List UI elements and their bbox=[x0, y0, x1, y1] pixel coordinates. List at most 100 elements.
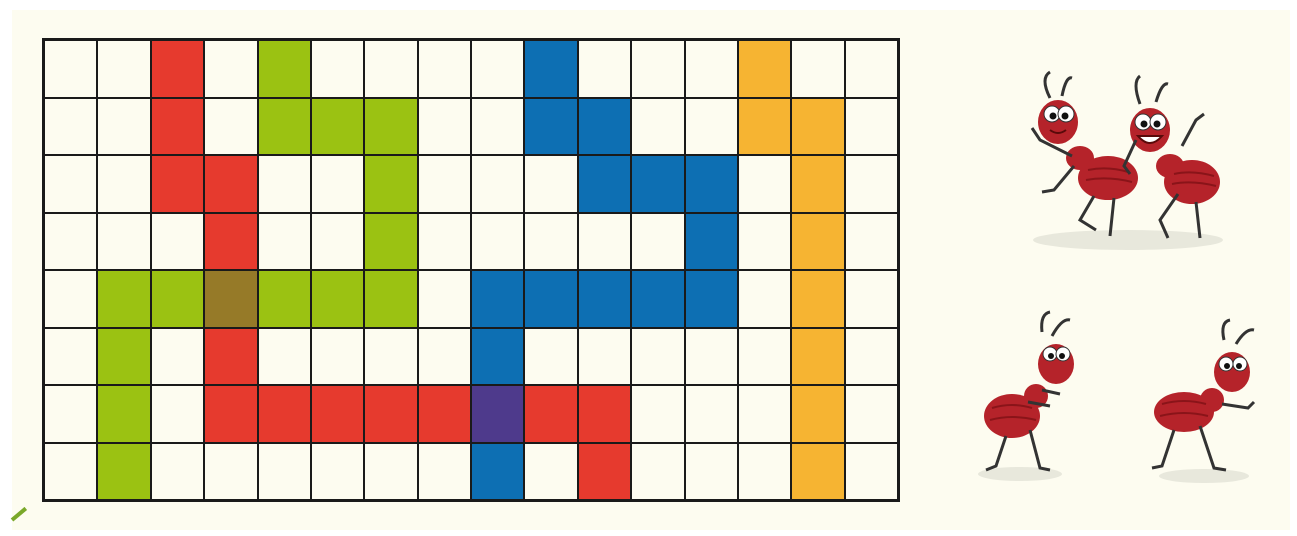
grid-cell-empty[interactable] bbox=[738, 270, 791, 328]
grid-cell-empty[interactable] bbox=[97, 98, 150, 156]
grid-cell-empty[interactable] bbox=[204, 40, 257, 98]
grid-cell-empty[interactable] bbox=[845, 155, 898, 213]
grid-cell-empty[interactable] bbox=[311, 328, 364, 386]
grid-cell-empty[interactable] bbox=[258, 443, 311, 501]
grid-cell-empty[interactable] bbox=[471, 155, 524, 213]
grid-cell-empty[interactable] bbox=[578, 328, 631, 386]
grid-cell-empty[interactable] bbox=[44, 40, 97, 98]
grid-cell-red[interactable] bbox=[418, 385, 471, 443]
grid-cell-green[interactable] bbox=[364, 270, 417, 328]
grid-cell-empty[interactable] bbox=[204, 443, 257, 501]
grid-cell-empty[interactable] bbox=[685, 98, 738, 156]
grid-cell-empty[interactable] bbox=[685, 40, 738, 98]
grid-cell-empty[interactable] bbox=[631, 40, 684, 98]
grid-cell-empty[interactable] bbox=[685, 385, 738, 443]
grid-cell-empty[interactable] bbox=[44, 443, 97, 501]
grid-cell-empty[interactable] bbox=[845, 328, 898, 386]
grid-cell-empty[interactable] bbox=[151, 443, 204, 501]
grid-cell-orange[interactable] bbox=[791, 155, 844, 213]
grid-cell-empty[interactable] bbox=[631, 213, 684, 271]
grid-cell-olive[interactable] bbox=[204, 270, 257, 328]
grid-cell-empty[interactable] bbox=[258, 213, 311, 271]
grid-cell-empty[interactable] bbox=[97, 213, 150, 271]
grid-cell-empty[interactable] bbox=[845, 98, 898, 156]
grid-cell-empty[interactable] bbox=[471, 213, 524, 271]
grid-cell-blue[interactable] bbox=[685, 155, 738, 213]
grid-cell-green[interactable] bbox=[151, 270, 204, 328]
grid-cell-empty[interactable] bbox=[151, 213, 204, 271]
grid-cell-empty[interactable] bbox=[97, 155, 150, 213]
grid-cell-blue[interactable] bbox=[471, 270, 524, 328]
grid-cell-red[interactable] bbox=[204, 155, 257, 213]
grid-cell-empty[interactable] bbox=[258, 328, 311, 386]
grid-cell-purple[interactable] bbox=[471, 385, 524, 443]
grid-cell-empty[interactable] bbox=[364, 443, 417, 501]
grid-cell-green[interactable] bbox=[364, 98, 417, 156]
grid-cell-empty[interactable] bbox=[845, 270, 898, 328]
grid-cell-blue[interactable] bbox=[685, 270, 738, 328]
grid-cell-orange[interactable] bbox=[791, 98, 844, 156]
grid-cell-empty[interactable] bbox=[151, 385, 204, 443]
grid-cell-empty[interactable] bbox=[471, 98, 524, 156]
grid-cell-red[interactable] bbox=[311, 385, 364, 443]
grid-cell-green[interactable] bbox=[258, 270, 311, 328]
grid-cell-blue[interactable] bbox=[631, 155, 684, 213]
grid-cell-empty[interactable] bbox=[791, 40, 844, 98]
grid-cell-empty[interactable] bbox=[631, 98, 684, 156]
grid-cell-blue[interactable] bbox=[471, 328, 524, 386]
grid-cell-orange[interactable] bbox=[791, 270, 844, 328]
grid-cell-empty[interactable] bbox=[845, 213, 898, 271]
grid-cell-green[interactable] bbox=[364, 213, 417, 271]
grid-cell-empty[interactable] bbox=[364, 40, 417, 98]
grid-cell-empty[interactable] bbox=[738, 328, 791, 386]
grid-cell-empty[interactable] bbox=[524, 443, 577, 501]
grid-cell-orange[interactable] bbox=[791, 443, 844, 501]
grid-cell-empty[interactable] bbox=[418, 155, 471, 213]
grid-cell-empty[interactable] bbox=[311, 213, 364, 271]
grid-cell-blue[interactable] bbox=[578, 98, 631, 156]
grid-cell-empty[interactable] bbox=[685, 443, 738, 501]
grid-cell-empty[interactable] bbox=[418, 270, 471, 328]
grid-cell-empty[interactable] bbox=[311, 155, 364, 213]
grid-cell-empty[interactable] bbox=[44, 155, 97, 213]
grid-cell-green[interactable] bbox=[258, 40, 311, 98]
grid-cell-empty[interactable] bbox=[738, 443, 791, 501]
grid-cell-empty[interactable] bbox=[631, 385, 684, 443]
grid-cell-blue[interactable] bbox=[524, 98, 577, 156]
grid-cell-empty[interactable] bbox=[418, 213, 471, 271]
grid-cell-empty[interactable] bbox=[311, 443, 364, 501]
grid-cell-empty[interactable] bbox=[418, 98, 471, 156]
grid-cell-empty[interactable] bbox=[204, 98, 257, 156]
grid-cell-empty[interactable] bbox=[471, 40, 524, 98]
grid-cell-empty[interactable] bbox=[578, 213, 631, 271]
grid-cell-empty[interactable] bbox=[578, 40, 631, 98]
grid-cell-blue[interactable] bbox=[578, 270, 631, 328]
grid-cell-red[interactable] bbox=[204, 385, 257, 443]
grid-cell-orange[interactable] bbox=[791, 328, 844, 386]
grid-cell-red[interactable] bbox=[364, 385, 417, 443]
grid-cell-empty[interactable] bbox=[44, 98, 97, 156]
grid-cell-empty[interactable] bbox=[631, 443, 684, 501]
grid-cell-empty[interactable] bbox=[44, 385, 97, 443]
grid-cell-red[interactable] bbox=[151, 40, 204, 98]
grid-cell-green[interactable] bbox=[97, 385, 150, 443]
grid-cell-empty[interactable] bbox=[524, 155, 577, 213]
grid-cell-red[interactable] bbox=[578, 443, 631, 501]
grid-cell-blue[interactable] bbox=[631, 270, 684, 328]
grid-cell-empty[interactable] bbox=[418, 40, 471, 98]
grid-cell-empty[interactable] bbox=[524, 213, 577, 271]
grid-cell-red[interactable] bbox=[204, 213, 257, 271]
grid-cell-green[interactable] bbox=[97, 443, 150, 501]
grid-cell-empty[interactable] bbox=[418, 443, 471, 501]
grid-cell-empty[interactable] bbox=[631, 328, 684, 386]
grid-cell-empty[interactable] bbox=[685, 328, 738, 386]
grid-cell-empty[interactable] bbox=[364, 328, 417, 386]
grid-cell-empty[interactable] bbox=[738, 213, 791, 271]
grid-cell-empty[interactable] bbox=[738, 385, 791, 443]
grid-cell-green[interactable] bbox=[258, 98, 311, 156]
grid-cell-red[interactable] bbox=[578, 385, 631, 443]
grid-cell-empty[interactable] bbox=[311, 40, 364, 98]
grid-cell-orange[interactable] bbox=[791, 385, 844, 443]
grid-cell-orange[interactable] bbox=[738, 40, 791, 98]
grid-cell-empty[interactable] bbox=[151, 328, 204, 386]
